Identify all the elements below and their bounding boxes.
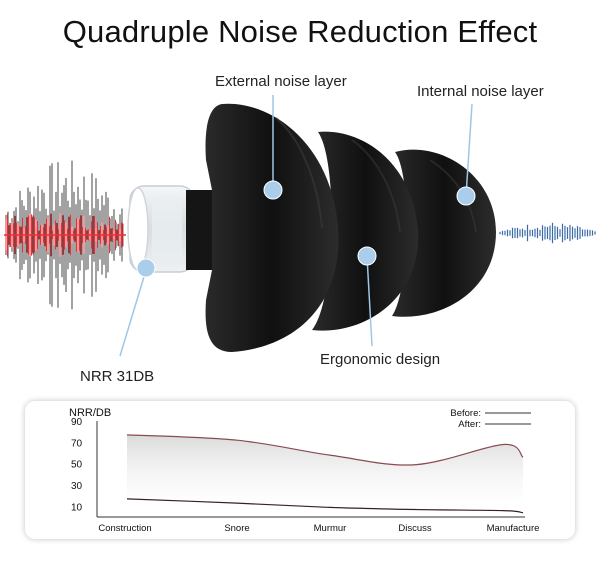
y-tick-label: 90 — [71, 417, 83, 428]
nrr-chart: NRR/DB 90 70 50 30 10 Construction Snore Murmu… — [69, 407, 540, 534]
callout-dot-external — [263, 180, 283, 200]
before-area-fill — [127, 434, 523, 509]
callout-dot-internal — [456, 186, 476, 206]
callout-dot-nrr — [136, 258, 156, 278]
y-axis-label: NRR/DB — [69, 407, 111, 419]
x-tick-label: Murmur — [314, 523, 347, 534]
chart-legend: Before:After: — [450, 408, 531, 430]
reduced-noise-waveform — [499, 222, 596, 244]
callout-dot-ergonomic — [357, 246, 377, 266]
x-tick-label: Snore — [224, 523, 249, 534]
y-tick-label: 50 — [71, 460, 83, 471]
y-tick-label: 10 — [71, 502, 83, 513]
x-tick-label: Construction — [98, 523, 151, 534]
legend-label: Before: — [450, 408, 481, 419]
middle-flange — [312, 131, 419, 331]
external-noise-layer-label: External noise layer — [215, 73, 347, 90]
before-series-line — [126, 434, 524, 466]
y-tick-label: 70 — [71, 438, 83, 449]
after-series-line — [126, 498, 524, 514]
internal-noise-layer-label: Internal noise layer — [417, 83, 544, 100]
incoming-noise-waveform — [4, 160, 126, 310]
outer-flange — [205, 103, 339, 352]
x-tick-label: Discuss — [398, 523, 432, 534]
page-title: Quadruple Noise Reduction Effect — [62, 14, 538, 49]
x-tick-label: Manufacture — [487, 523, 540, 534]
ergonomic-design-label: Ergonomic design — [320, 351, 441, 368]
nrr-chart-card: NRR/DB 90 70 50 30 10 Construction Snore Murmu… — [25, 401, 575, 539]
y-tick-label: 30 — [71, 481, 83, 492]
earplug-illustration — [4, 95, 596, 357]
nrr-rating-label: NRR 31DB — [80, 368, 155, 385]
legend-label: After: — [458, 419, 481, 430]
